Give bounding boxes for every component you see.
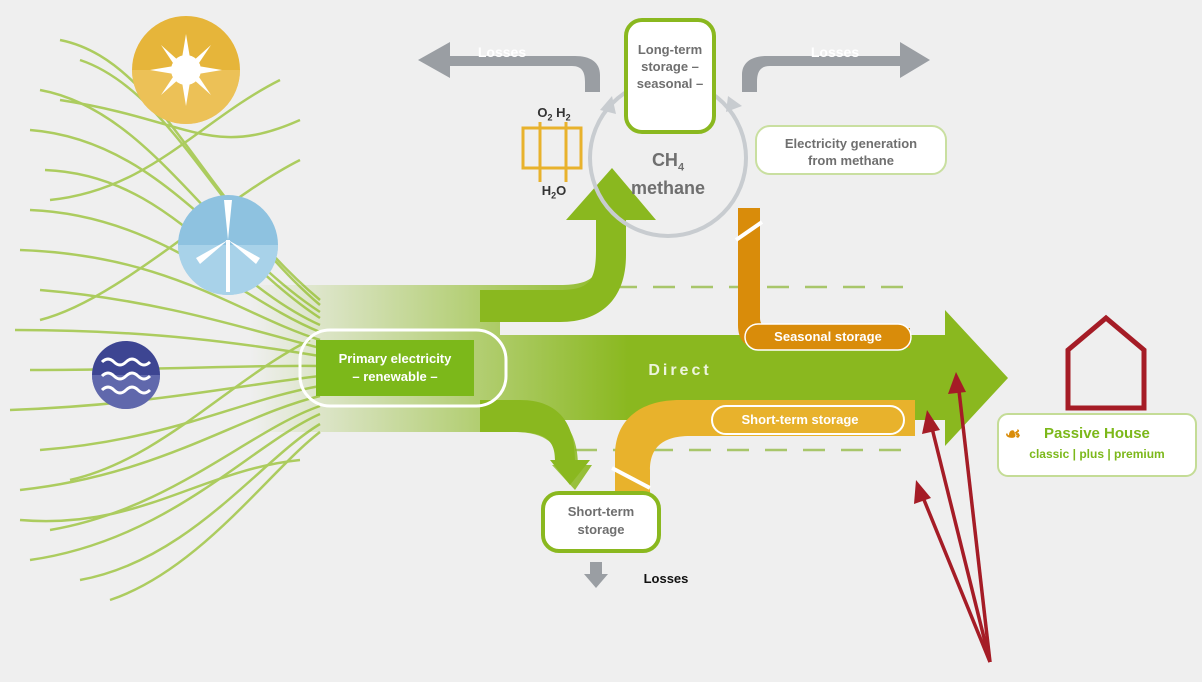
water-waves-icon <box>92 341 160 409</box>
short-term-supply-arrow <box>480 400 590 485</box>
short-term-storage-box-label: Short-term storage <box>543 503 659 539</box>
methane-supply-arrow <box>480 168 656 322</box>
passive-house-tiers: classic | plus | premium <box>1029 447 1165 461</box>
long-term-line-2: storage – <box>641 59 699 74</box>
long-term-line-3: seasonal – <box>636 76 704 91</box>
losses-right-label: Losses <box>810 44 860 60</box>
electrolyser-icon <box>521 122 583 182</box>
methane-label: CH4 methane <box>610 150 726 198</box>
house-icon <box>1065 314 1147 411</box>
short-term-flow-break <box>611 466 651 490</box>
losses-left-label: Losses <box>477 44 527 60</box>
long-term-storage-box <box>624 18 716 134</box>
short-term-box-line-1: Short-term <box>567 504 635 519</box>
wind-turbine-icon <box>178 195 278 295</box>
short-term-flow-path <box>615 400 915 510</box>
cycle-arrowhead-right <box>726 96 742 112</box>
electrolyser-water: H2O <box>541 183 567 201</box>
passive-house-name: Passive House <box>1044 425 1150 442</box>
methane-word: methane <box>630 177 706 198</box>
short-term-storage-pill <box>711 405 905 435</box>
electricity-generation-box <box>755 125 947 175</box>
primary-electricity-label: Primary electricity – renewable – <box>316 350 474 386</box>
electrolyser-inputs: O2 H2 <box>537 105 571 123</box>
short-term-storage-box <box>541 491 661 553</box>
losses-bottom-label: Losses <box>643 571 689 586</box>
passive-house-badge <box>997 413 1197 477</box>
electricity-generation-label: Electricity generation from methane <box>756 135 946 169</box>
sun-icon <box>132 16 240 124</box>
long-term-line-1: Long-term <box>637 42 703 57</box>
passive-house-logo-icon: ☙ <box>1004 424 1022 444</box>
annotation-arrowheads <box>914 372 966 504</box>
primary-line-2: – renewable – <box>352 369 438 384</box>
annotation-arrows <box>918 381 992 663</box>
short-term-box-line-2: storage <box>577 522 625 537</box>
ch4-formula: CH4 <box>651 150 685 174</box>
primary-electricity-box <box>298 328 508 408</box>
losses-bottom-arrow <box>584 562 608 588</box>
electricity-generation-line-1: Electricity generation <box>784 136 918 151</box>
seasonal-storage-pill <box>744 323 912 351</box>
short-term-storage-band-label: Short-term storage <box>741 412 859 427</box>
electricity-generation-line-2: from methane <box>808 153 894 168</box>
primary-line-1: Primary electricity <box>338 351 452 366</box>
seasonal-flow-break <box>734 220 764 242</box>
primary-electricity-fill <box>316 340 474 396</box>
seasonal-storage-label: Seasonal storage <box>774 329 882 344</box>
direct-label: Direct <box>648 362 712 379</box>
long-term-storage-label: Long-term storage – seasonal – <box>626 41 714 92</box>
cycle-arrowhead-left <box>600 96 616 114</box>
